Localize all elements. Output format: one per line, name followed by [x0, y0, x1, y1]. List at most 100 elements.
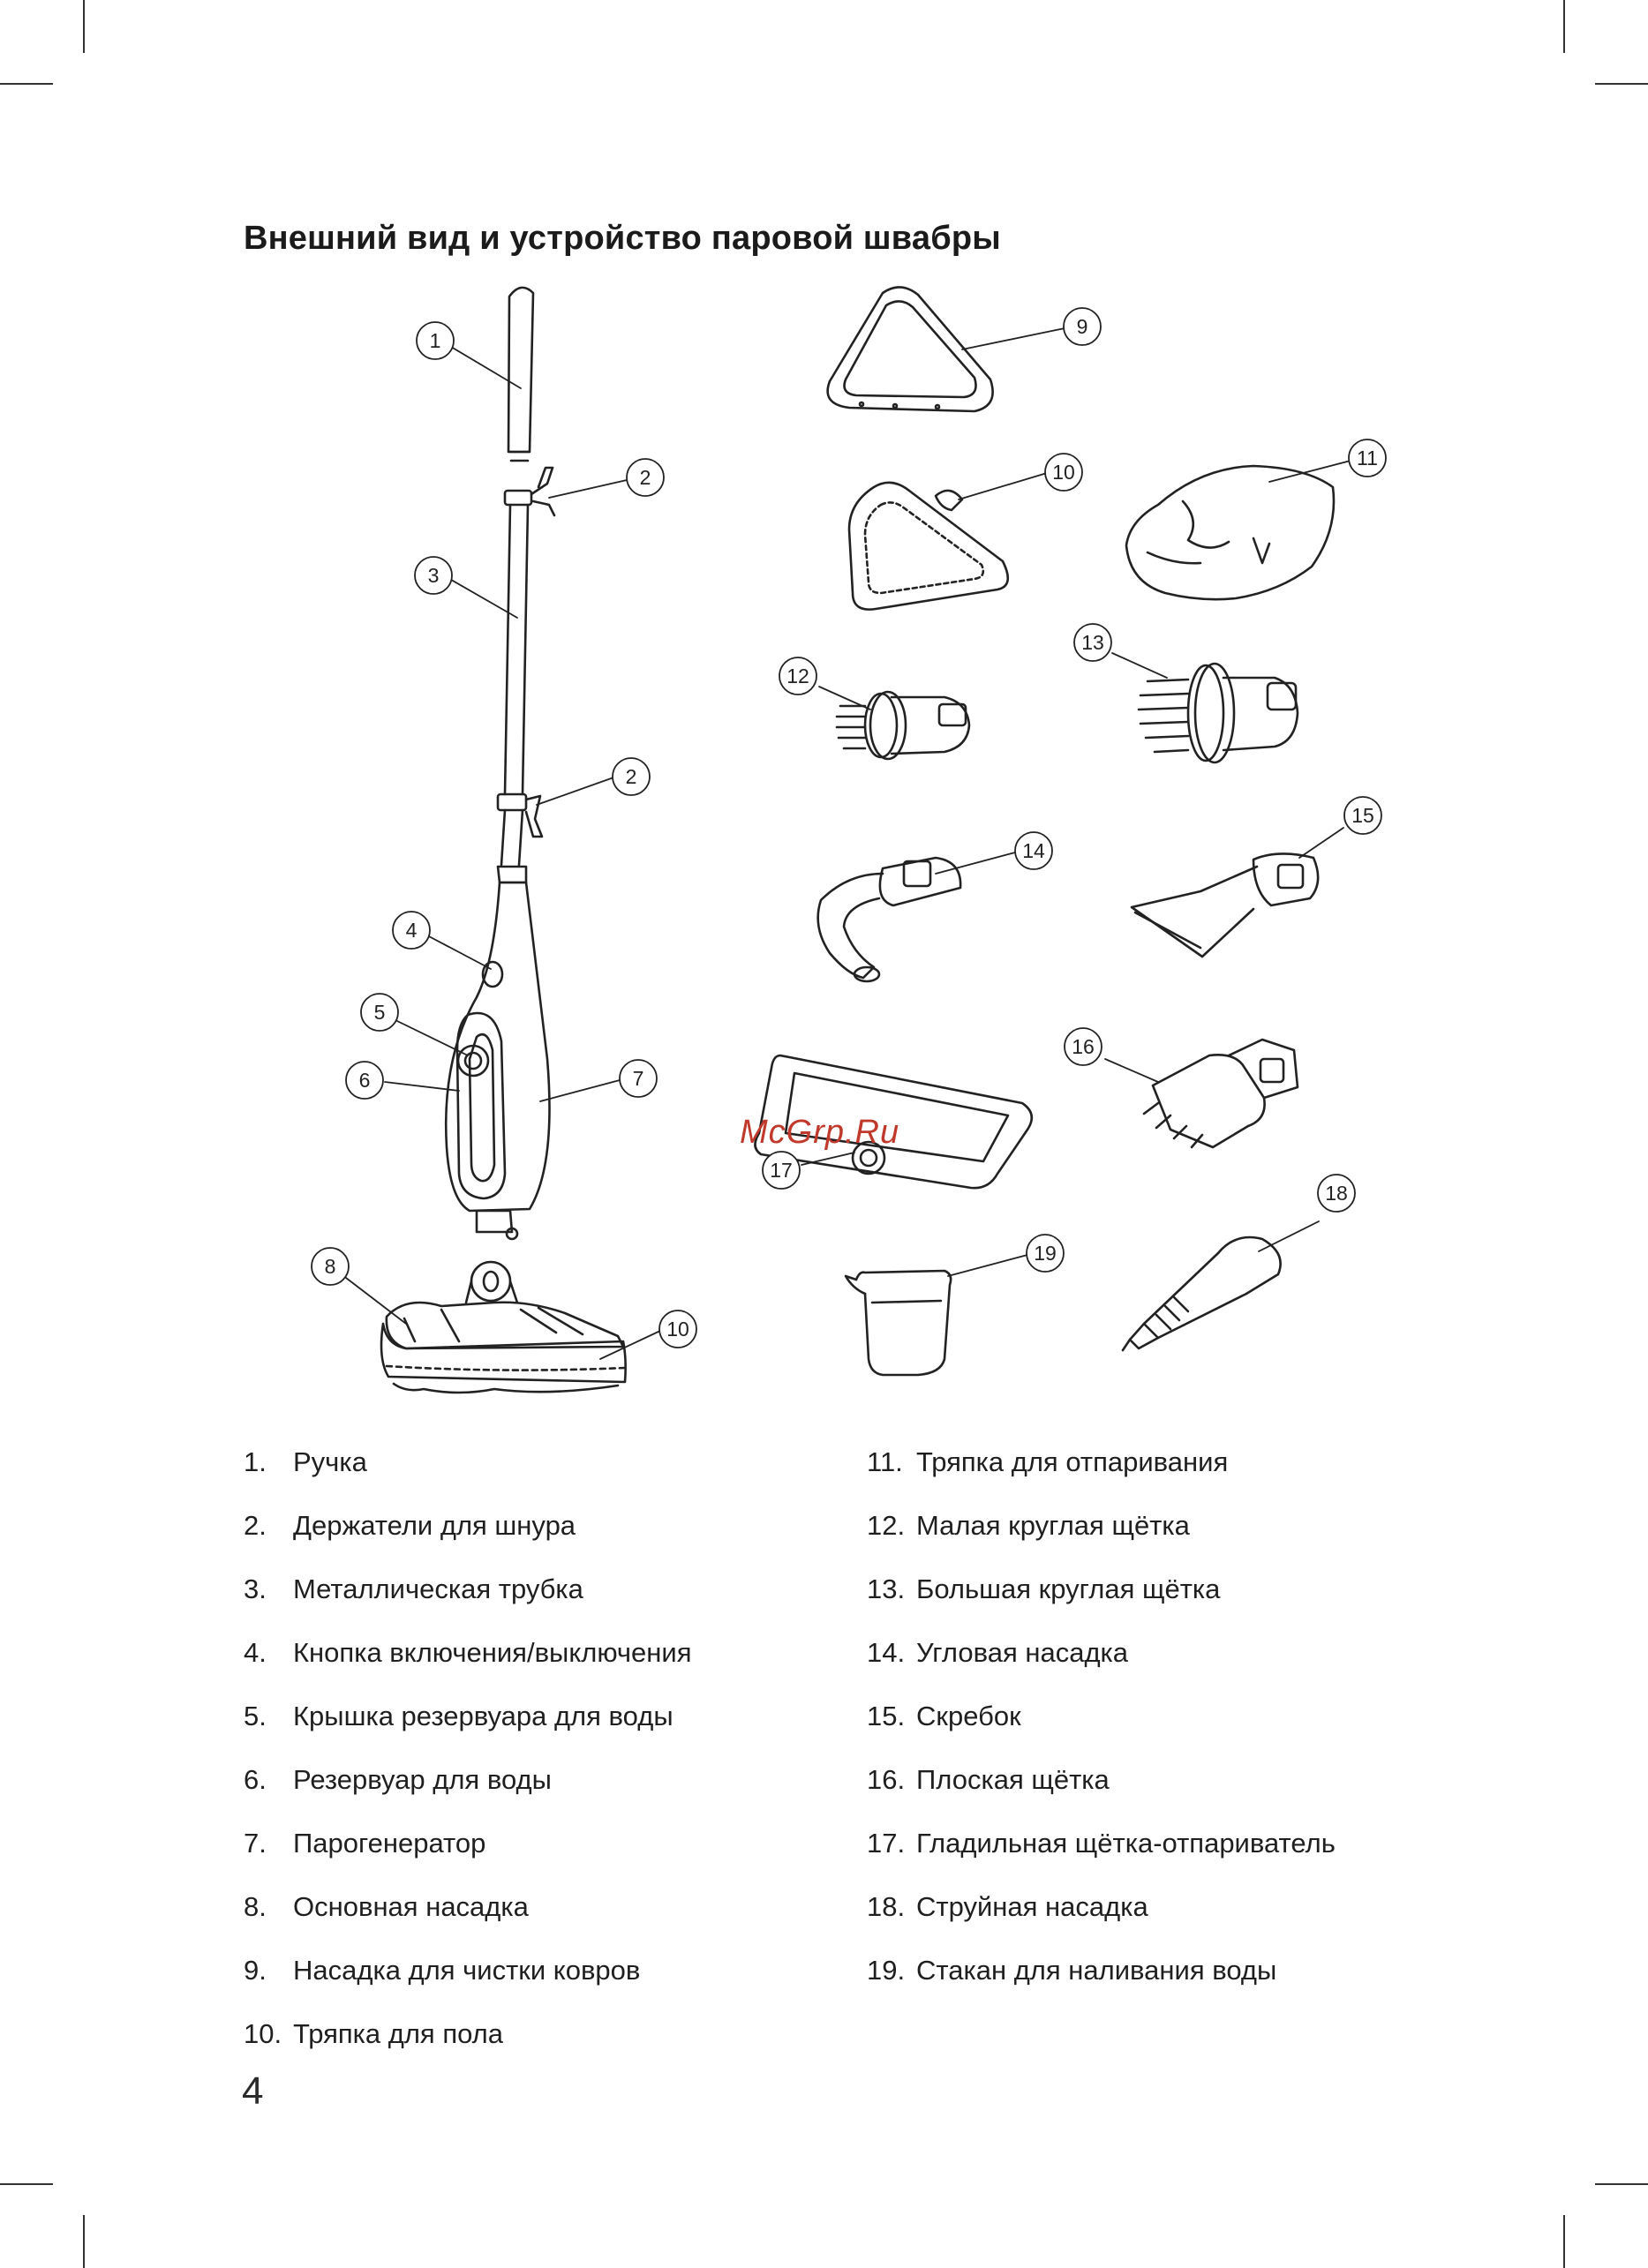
legend-item: 3.Металлическая трубка — [244, 1567, 692, 1631]
legend-item: 19. Стакан для наливания воды — [867, 1949, 1336, 2012]
callout-number: 10 — [666, 1318, 689, 1341]
legend-label: Малая круглая щётка — [916, 1510, 1190, 1541]
legend-number: 6. — [244, 1764, 267, 1795]
crop-mark — [1595, 2183, 1648, 2185]
legend-label: Резервуар для воды — [293, 1764, 552, 1795]
legend-number: 4. — [244, 1637, 267, 1668]
callout-number: 10 — [1052, 461, 1075, 484]
crop-mark — [83, 0, 85, 53]
water-tank — [455, 1011, 507, 1200]
carpet-nozzle — [826, 286, 994, 413]
callout-number: 2 — [640, 466, 651, 489]
steam-mop-diagram: 1 2 3 2 4 5 6 7 8 10 9 10 11 12 13 14 15… — [311, 286, 1387, 1394]
metal-tube — [503, 503, 530, 796]
main-floor-nozzle — [385, 1301, 625, 1350]
callout-number: 17 — [770, 1159, 793, 1182]
floor-cloth — [380, 1322, 627, 1384]
legend-left-column: 1. Ручка 2. Держатели для шнура 3.Металлич… — [244, 1440, 692, 2076]
tank-cap — [456, 1044, 490, 1078]
callout-number: 2 — [626, 765, 637, 788]
measuring-cup — [844, 1269, 952, 1377]
callout-number: 11 — [1357, 447, 1378, 469]
legend-item: 10. Тряпка для пола — [244, 2012, 692, 2076]
legend-number: 15. — [867, 1701, 906, 1731]
callout-number: 15 — [1351, 804, 1374, 827]
callout-number: 19 — [1034, 1242, 1057, 1265]
legend-item: 4.Кнопка включения/выключения — [244, 1631, 692, 1694]
callout-number: 3 — [428, 564, 440, 587]
legend-label: Тряпка для пола — [293, 2018, 504, 2049]
callout-number: 1 — [430, 329, 441, 352]
legend-number: 18. — [867, 1891, 906, 1922]
big-round-brush — [1137, 662, 1299, 764]
steam-cloth — [1125, 464, 1336, 601]
crop-mark — [1595, 83, 1648, 85]
legend-number: 1. — [244, 1446, 267, 1477]
callout-number: 6 — [359, 1069, 371, 1092]
legend-item: 5. Крышка резервуара для воды — [244, 1694, 692, 1758]
legend-number: 9. — [244, 1955, 267, 1986]
crop-mark — [0, 83, 53, 85]
legend-item: 12. Малая круглая щётка — [867, 1504, 1336, 1567]
legend-number: 12. — [867, 1510, 906, 1541]
steam-generator-body — [444, 881, 551, 1213]
legend-label: Парогенератор — [293, 1828, 486, 1859]
jet-nozzle — [1121, 1235, 1282, 1352]
angled-nozzle — [816, 856, 962, 983]
legend-number: 2. — [244, 1510, 267, 1541]
legend-label: Крышка резервуара для воды — [293, 1701, 673, 1731]
legend-item: 15.Скребок — [867, 1694, 1336, 1758]
legend-label: Ручка — [293, 1446, 367, 1477]
legend-item: 18. Струйная насадка — [867, 1885, 1336, 1949]
legend-label: Струйная насадка — [916, 1891, 1148, 1922]
legend-item: 2. Держатели для шнура — [244, 1504, 692, 1567]
legend-item: 14. Угловая насадка — [867, 1631, 1336, 1694]
crop-mark — [0, 2183, 53, 2185]
callout-number: 5 — [374, 1001, 386, 1024]
callout-number: 9 — [1077, 315, 1088, 338]
legend-number: 16. — [867, 1764, 906, 1795]
legend-item: 17. Гладильная щётка-отпариватель — [867, 1821, 1336, 1885]
legend-label: Угловая насадка — [916, 1637, 1129, 1668]
legend-number: 14. — [867, 1637, 906, 1668]
legend-item: 9. Насадка для чистки ковров — [244, 1949, 692, 2012]
small-round-brush — [835, 690, 971, 761]
legend-label: Держатели для шнура — [293, 1510, 576, 1541]
legend-label: Насадка для чистки ковров — [293, 1955, 641, 1986]
legend-item: 13. Большая круглая щётка — [867, 1567, 1336, 1631]
crop-mark — [83, 2215, 85, 2268]
ironing-brush — [754, 1054, 1034, 1190]
legend-number: 7. — [244, 1828, 267, 1859]
page-number: 4 — [242, 2069, 264, 2113]
legend-number: 8. — [244, 1891, 267, 1922]
legend-item: 16.Плоская щётка — [867, 1758, 1336, 1821]
crop-mark — [1563, 2215, 1565, 2268]
callout-number: 13 — [1081, 631, 1104, 654]
legend-label: Тряпка для отпаривания — [916, 1446, 1229, 1477]
legend-item: 11. Тряпка для отпаривания — [867, 1440, 1336, 1504]
floor-cloth-accessory — [847, 481, 1010, 611]
legend-number: 13. — [867, 1573, 906, 1604]
legend-number: 17. — [867, 1828, 906, 1859]
legend-label: Большая круглая щётка — [916, 1573, 1221, 1604]
callout-number: 8 — [325, 1255, 336, 1278]
legend-label: Основная насадка — [293, 1891, 529, 1922]
page-title: Внешний вид и устройство паровой швабры — [244, 220, 1001, 258]
legend-number: 10. — [244, 2018, 282, 2049]
callout-number: 7 — [633, 1067, 644, 1090]
legend-item: 8. Основная насадка — [244, 1885, 692, 1949]
legend-number: 11. — [867, 1446, 903, 1477]
callout-number: 16 — [1072, 1035, 1095, 1058]
legend-label: Стакан для наливания воды — [916, 1955, 1277, 1986]
legend-item: 7. Парогенератор — [244, 1821, 692, 1885]
handle — [507, 286, 535, 454]
legend-number: 5. — [244, 1701, 267, 1731]
legend-number: 19. — [867, 1955, 906, 1986]
callout-number: 4 — [406, 919, 418, 942]
legend-label: Гладильная щётка-отпариватель — [916, 1828, 1336, 1859]
legend-label: Металлическая трубка — [293, 1573, 583, 1604]
legend-item: 6. Резервуар для воды — [244, 1758, 692, 1821]
flat-brush — [1142, 1038, 1299, 1149]
power-button — [481, 960, 504, 988]
cord-holder-top — [503, 489, 533, 507]
